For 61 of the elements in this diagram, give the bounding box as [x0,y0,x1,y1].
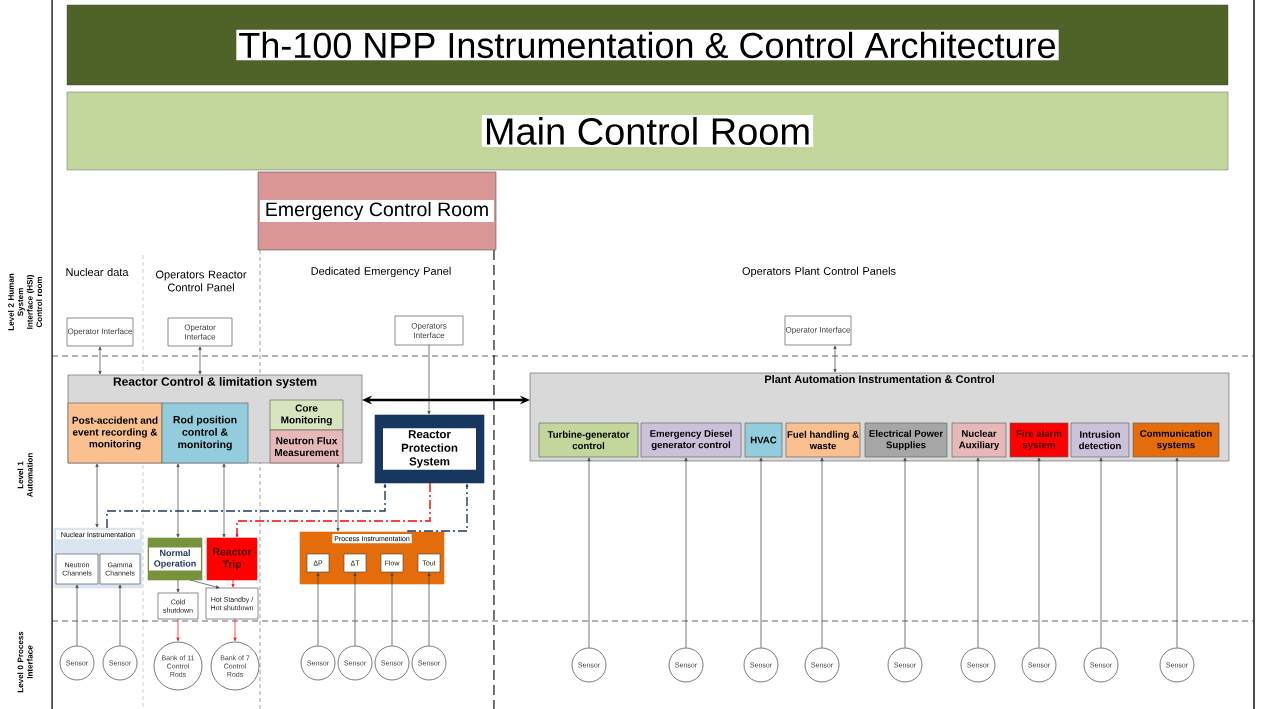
subsystem-box: Communication systems [1132,422,1220,458]
interface-box: Operator Interface [784,315,852,346]
column-heading: Dedicated Emergency Panel [311,266,451,278]
room-banner: Main Control Room [66,91,1229,171]
subsystem-box: Post-accident and event recording & monitoring [67,402,163,464]
arrow [353,572,357,646]
arrow [75,584,79,646]
arrow [336,463,340,532]
arrow [427,572,431,646]
arrow [390,572,394,646]
arrow [235,482,431,538]
mode-box: Reactor Trip [206,537,258,581]
room-banner: Emergency Control Room [257,171,497,251]
subsystem-box: Fire alarm system [1009,422,1069,458]
arrow [118,584,122,646]
arrow [684,457,688,648]
subsystem-box: Neutron Flux Measurement [269,429,344,464]
arrow [976,457,980,648]
arrow [833,345,837,373]
interface-box: Operator Interface [66,317,134,347]
arrow [1099,457,1103,648]
arrow [176,463,180,538]
arrow [106,483,387,529]
subsystem-box: Intrusion detection [1070,422,1130,458]
subsystem-box: HVAC [744,422,783,458]
subsystem-box: Turbine-generator control [538,422,639,458]
column-heading: Operators Reactor Control Panel [156,270,247,292]
arrow [427,344,431,415]
arrow [231,579,235,588]
column-heading: Nuclear data [66,267,129,277]
arrow [759,457,763,648]
arrow [1175,457,1179,648]
subsystem-box: Electrical Power Supplies [864,422,948,458]
mode-box: Normal Operation [147,537,203,581]
subsystem-box: Nuclear Auxiliary [951,422,1007,458]
subsystem-box: Fuel handling & waste [785,422,861,458]
interface-box: Operator Interface [167,317,233,347]
arrow [587,457,591,648]
level-label: Level 2 Human System Interface (HSI) Control room [7,273,43,331]
title-banner: Th-100 NPP Instrumentation & Control Architecture [66,4,1229,86]
subsystem-box: Emergency Diesel generator control [640,422,742,458]
arrow [176,618,180,642]
arrow [222,463,226,538]
subsystem-box: Core Monitoring [269,399,344,431]
arrow [407,483,469,533]
arrow [820,457,824,648]
arrow [1037,457,1041,648]
arrow [189,579,220,589]
arrow [95,463,99,528]
interface-box: Operators Interface [394,315,464,346]
level-label: Level 1 Automation [17,453,33,497]
arrow [233,618,237,642]
arrow [176,579,180,593]
protection-system-box: Reactor Protection System [374,414,485,484]
arrow [198,346,202,375]
subsystem-box: Rod position control & monitoring [161,402,249,464]
arrow [316,572,320,646]
column-heading: Operators Plant Control Panels [742,266,896,278]
level-label: Level 0 Process Interface [17,631,33,693]
arrow [98,346,102,375]
arrow [903,457,907,648]
